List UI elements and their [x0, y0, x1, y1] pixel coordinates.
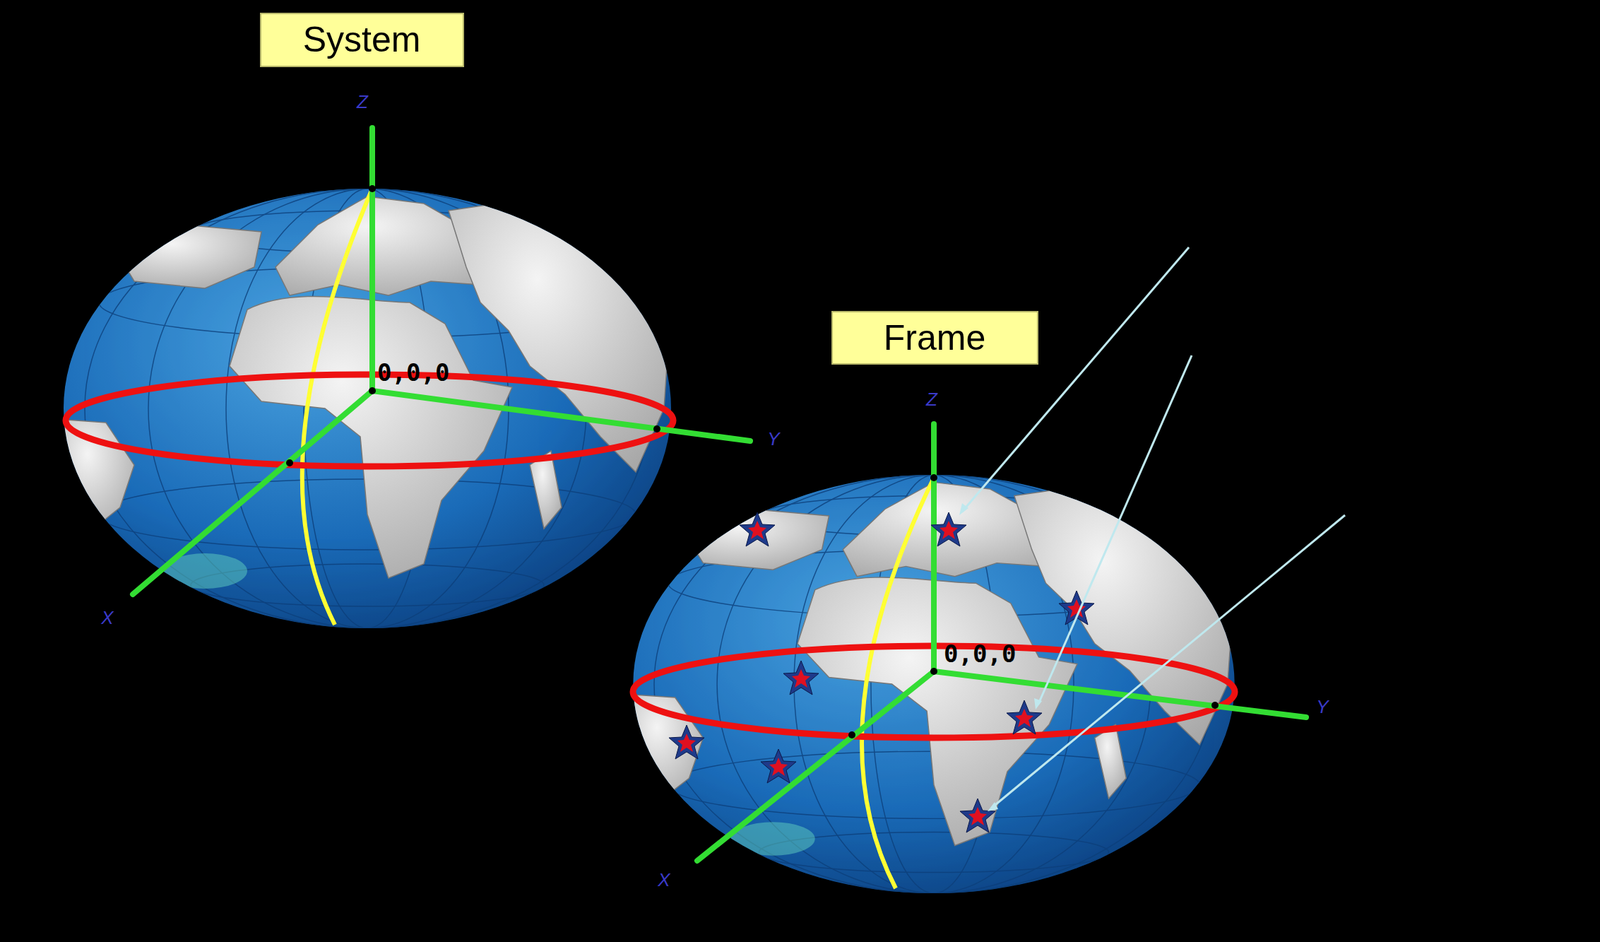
- box-title: Frame: [883, 317, 986, 359]
- axis-label: X: [657, 868, 670, 891]
- axis-label: Y: [1316, 695, 1329, 718]
- origin-coordinates: 0,0,0: [943, 639, 1016, 668]
- origin-coordinates: 0,0,0: [377, 358, 450, 387]
- frame-label-box: Frame: [831, 310, 1039, 365]
- axis-label: X: [101, 606, 114, 629]
- box-title: System: [303, 19, 422, 61]
- system-label-box: System: [259, 12, 465, 68]
- axis-label: Z: [356, 91, 369, 114]
- axis-label: Y: [767, 428, 780, 450]
- axis-label: Z: [926, 388, 938, 411]
